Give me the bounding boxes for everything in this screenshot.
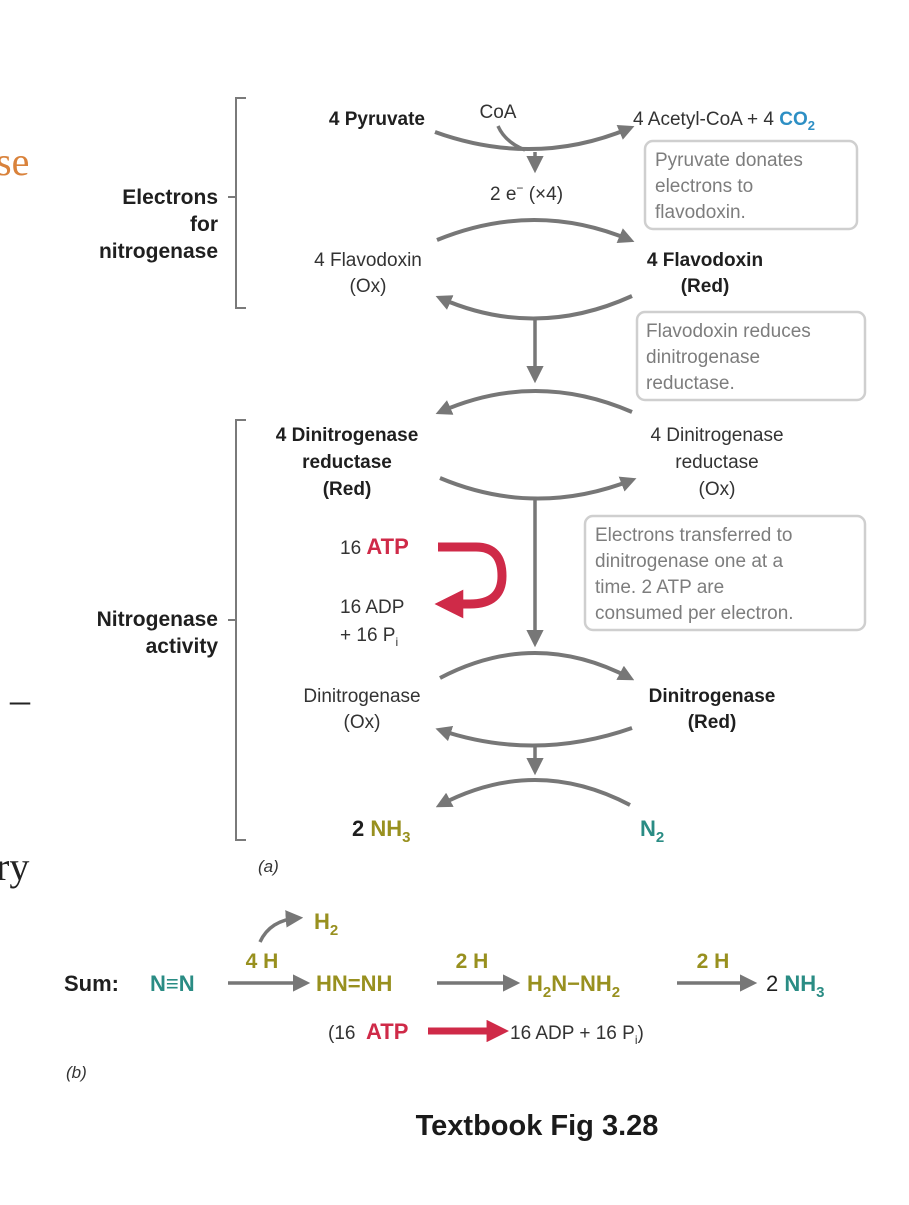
- sum-energy-atp: ATP: [366, 1019, 408, 1044]
- svg-text:4 Flavodoxin: 4 Flavodoxin: [647, 250, 763, 271]
- svg-text:(Ox): (Ox): [699, 479, 736, 500]
- svg-text:Flavodoxin reduces: Flavodoxin reduces: [646, 321, 811, 342]
- dinitrogenase-upper-arc: [439, 651, 635, 681]
- adp-label: 16 ADP: [340, 597, 404, 618]
- svg-text:(Ox): (Ox): [350, 276, 387, 297]
- sum-dinitrogen: N≡N: [150, 971, 195, 996]
- nitrogen-arc: [435, 778, 631, 808]
- flavodoxin-upper-arc: [436, 218, 635, 244]
- sum-energy-open: (16: [328, 1023, 355, 1044]
- note-flavodoxin-box: [635, 310, 867, 402]
- svg-text:for: for: [190, 213, 218, 236]
- sum-hydrazine: H2N−NH2: [527, 971, 620, 1001]
- reductase-lower-arc: [439, 476, 637, 501]
- sum-energy-result: 16 ADP + 16 Pi): [510, 1023, 644, 1047]
- group-label-electrons: Electrons for nitrogenase: [99, 186, 218, 263]
- svg-text:4 Flavodoxin: 4 Flavodoxin: [314, 250, 422, 271]
- sum-step3-label: 2 H: [697, 950, 730, 973]
- dinitrogenase-ox-label: Dinitrogenase (Ox): [303, 686, 420, 733]
- svg-text:Dinitrogenase: Dinitrogenase: [303, 686, 420, 707]
- h2-release-arrow: [258, 910, 304, 943]
- svg-text:nitrogenase: nitrogenase: [99, 240, 218, 263]
- svg-text:4 Dinitrogenase: 4 Dinitrogenase: [650, 425, 783, 446]
- svg-text:Nitrogenase: Nitrogenase: [97, 608, 218, 631]
- svg-text:activity: activity: [146, 635, 219, 658]
- panel-label-a: (a): [258, 857, 279, 876]
- note-pyruvate: Pyruvate donates electrons to flavodoxin…: [655, 150, 803, 223]
- sum-step1-label: 4 H: [246, 950, 279, 973]
- note-flavodoxin: Flavodoxin reduces dinitrogenase reducta…: [646, 321, 811, 394]
- svg-text:4 Dinitrogenase: 4 Dinitrogenase: [276, 425, 419, 446]
- panel-label-b: (b): [66, 1063, 87, 1082]
- atp-red-arrow: [434, 542, 507, 619]
- acetyl-coa-label: 4 Acetyl-CoA + 4 CO2: [633, 109, 815, 133]
- left-fragment-middle: –: [9, 677, 31, 722]
- svg-text:consumed per electron.: consumed per electron.: [595, 603, 794, 624]
- sum-diazene: HN=NH: [316, 971, 392, 996]
- reductase-ox-label: 4 Dinitrogenase reductase (Ox): [650, 425, 783, 500]
- svg-text:(Red): (Red): [323, 479, 372, 500]
- svg-text:dinitrogenase: dinitrogenase: [646, 347, 760, 368]
- h2-label: H2: [314, 909, 338, 939]
- group-label-activity: Nitrogenase activity: [97, 608, 219, 658]
- note-pyruvate-box: [643, 139, 859, 231]
- note-transfer: Electrons transferred to dinitrogenase o…: [595, 525, 794, 624]
- bracket-activity: [228, 419, 246, 841]
- svg-text:dinitrogenase one at a: dinitrogenase one at a: [595, 551, 783, 572]
- pi-label: + 16 Pi: [340, 625, 398, 649]
- svg-text:Electrons transferred to: Electrons transferred to: [595, 525, 792, 546]
- coa-label: CoA: [480, 102, 517, 123]
- left-fragment-top: se: [0, 139, 29, 184]
- svg-text:reductase: reductase: [675, 452, 758, 473]
- dinitrogenase-lower-arc: [435, 725, 633, 748]
- svg-text:(Ox): (Ox): [344, 712, 381, 733]
- dinitrogen-label: N2: [640, 816, 664, 846]
- flavodoxin-lower-arc: [435, 294, 633, 321]
- flavodoxin-red-label: 4 Flavodoxin (Red): [647, 250, 763, 297]
- reductase-red-label: 4 Dinitrogenase reductase (Red): [276, 425, 419, 500]
- atp-label: 16 ATP: [340, 534, 409, 559]
- svg-text:Pyruvate donates: Pyruvate donates: [655, 150, 803, 171]
- bracket-electrons: [228, 97, 246, 309]
- sum-step2-label: 2 H: [456, 950, 489, 973]
- note-transfer-box: [583, 514, 867, 632]
- coa-branch: [496, 125, 526, 152]
- left-fragment-bottom: ry: [0, 844, 29, 889]
- electrons-label: 2 e− (×4): [490, 181, 563, 205]
- svg-text:electrons to: electrons to: [655, 176, 753, 197]
- sum-ammonia: 2 NH3: [766, 971, 825, 1001]
- sum-label: Sum:: [64, 971, 119, 996]
- svg-text:(Red): (Red): [681, 276, 730, 297]
- svg-text:reductase: reductase: [302, 452, 392, 473]
- svg-text:flavodoxin.: flavodoxin.: [655, 202, 746, 223]
- svg-text:time. 2 ATP are: time. 2 ATP are: [595, 577, 724, 598]
- pyruvate-label: 4 Pyruvate: [329, 109, 425, 130]
- svg-text:(Red): (Red): [688, 712, 737, 733]
- figure-caption: Textbook Fig 3.28: [416, 1110, 659, 1142]
- svg-text:reductase.: reductase.: [646, 373, 735, 394]
- pyruvate-arc: [434, 124, 635, 152]
- flavodoxin-ox-label: 4 Flavodoxin (Ox): [314, 250, 422, 297]
- ammonia-label: 2 NH3: [352, 816, 411, 846]
- reductase-upper-arc: [435, 389, 633, 415]
- svg-text:Dinitrogenase: Dinitrogenase: [649, 686, 776, 707]
- dinitrogenase-red-label: Dinitrogenase (Red): [649, 686, 776, 733]
- svg-text:Electrons: Electrons: [122, 186, 218, 209]
